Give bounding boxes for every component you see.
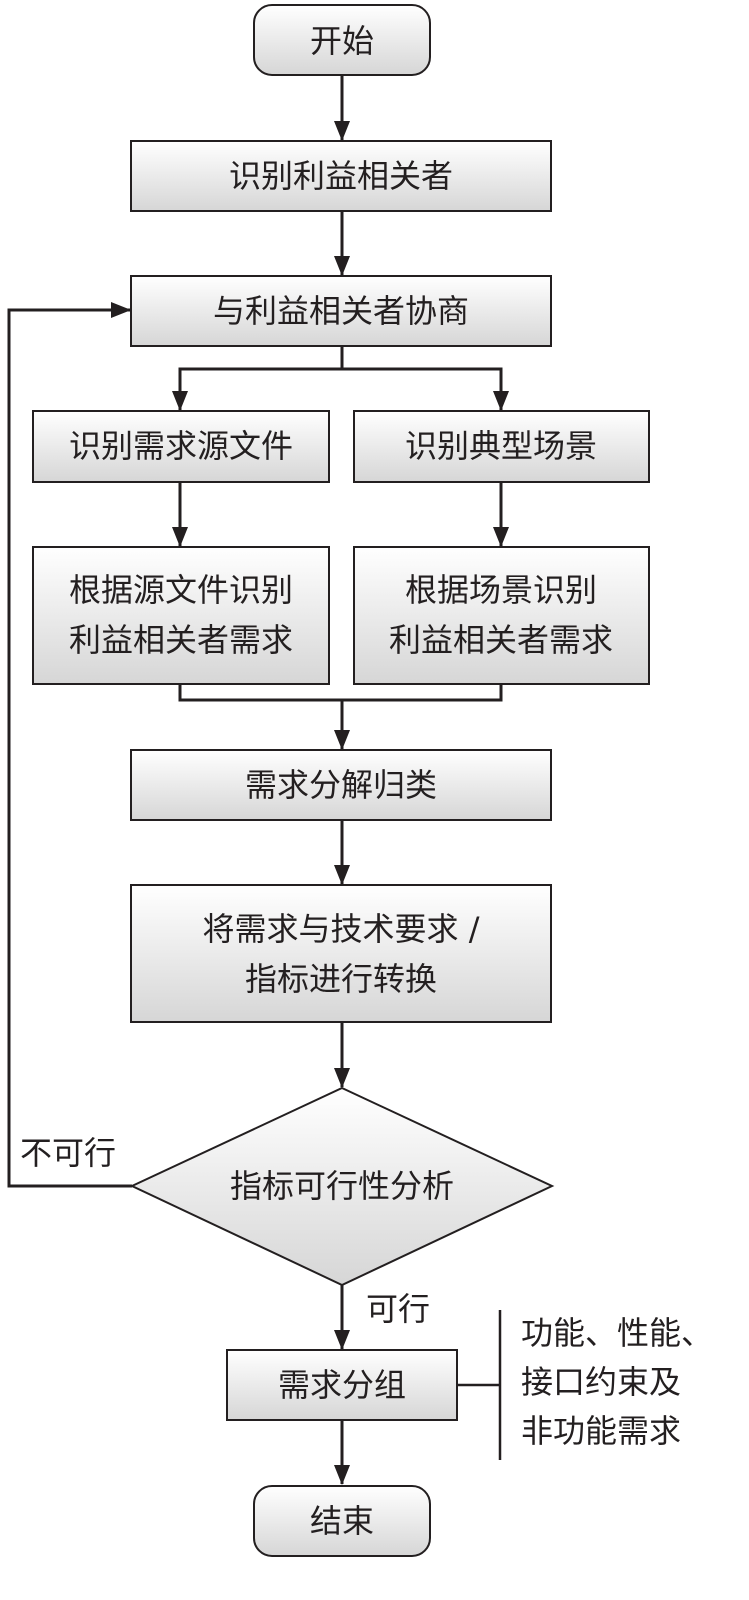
- infeasible-label: 不可行: [20, 1134, 116, 1172]
- decompose-label: 需求分解归类: [245, 766, 437, 804]
- decompose-box: [130, 749, 552, 821]
- scen-needs-label-line2: 利益相关者需求: [389, 621, 613, 659]
- start-node: [253, 4, 431, 76]
- branch-split-line: [172, 346, 344, 411]
- feasible-label: 可行: [366, 1290, 430, 1328]
- start-label: 开始: [310, 22, 374, 60]
- negotiate-label: 与利益相关者协商: [213, 292, 469, 330]
- branch-merge-line: [178, 684, 503, 702]
- group-box: [226, 1349, 458, 1421]
- identify-scenarios-label: 识别典型场景: [405, 427, 597, 465]
- convert-label-line2: 指标进行转换: [245, 960, 437, 998]
- identify-docs-label: 识别需求源文件: [69, 427, 293, 465]
- identify-stakeholders-box: [130, 140, 552, 212]
- group-label: 需求分组: [278, 1366, 406, 1404]
- docs-needs-box: [32, 546, 330, 685]
- branch-split-line-right: [342, 367, 509, 411]
- docs-needs-label-line2: 利益相关者需求: [69, 621, 293, 659]
- annotation-line2: 接口约束及: [521, 1363, 681, 1401]
- scen-needs-box: [353, 546, 650, 685]
- convert-box: [130, 884, 552, 1023]
- scen-needs-label-line1: 根据场景识别: [405, 571, 597, 609]
- identify-stakeholders-label: 识别利益相关者: [229, 157, 453, 195]
- annotation-line3: 非功能需求: [521, 1412, 681, 1450]
- end-label: 结束: [310, 1502, 374, 1540]
- end-node: [253, 1485, 431, 1557]
- feasibility-label: 指标可行性分析: [230, 1167, 454, 1205]
- arrow-infeasible-loop: [7, 302, 132, 1188]
- annotation-line1: 功能、性能、: [521, 1314, 713, 1352]
- identify-scenarios-box: [353, 410, 650, 483]
- docs-needs-label-line1: 根据源文件识别: [69, 571, 293, 609]
- negotiate-box: [130, 275, 552, 347]
- feasibility-diamond: [129, 1086, 555, 1287]
- convert-label-line1: 将需求与技术要求 /: [203, 910, 480, 948]
- identify-docs-box: [32, 410, 330, 483]
